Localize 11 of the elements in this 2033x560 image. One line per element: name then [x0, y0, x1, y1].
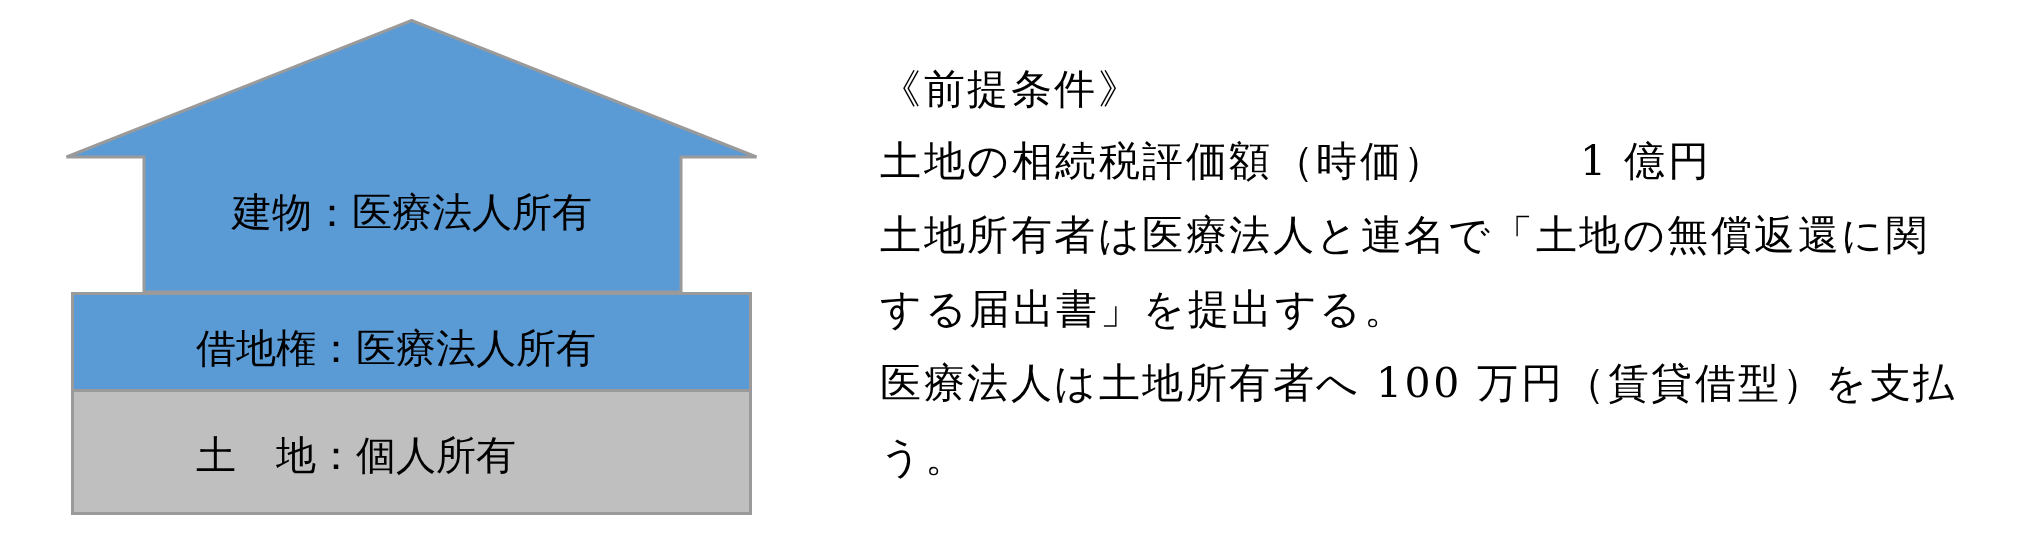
house-shape [65, 19, 758, 292]
node-label: 借地権：医療法人所有 [196, 324, 596, 373]
condition-text: 土地の相続税評価額（時価） [880, 136, 1448, 187]
leasehold-band [71, 292, 752, 392]
condition-text: 《前提条件》 [880, 64, 1142, 115]
land-band [71, 392, 752, 515]
condition-text: 土地所有者は医療法人と連名で「土地の無償返還に関する届出書」を提出する。 [880, 210, 1930, 335]
condition-text: 1 億円 [1580, 136, 1713, 187]
node-label: 土 地：個人所有 [196, 431, 516, 480]
condition-text: 医療法人は土地所有者へ 100 万円（賃貸借型）を支払う。 [880, 358, 1958, 483]
node-label: 建物：医療法人所有 [230, 188, 593, 237]
